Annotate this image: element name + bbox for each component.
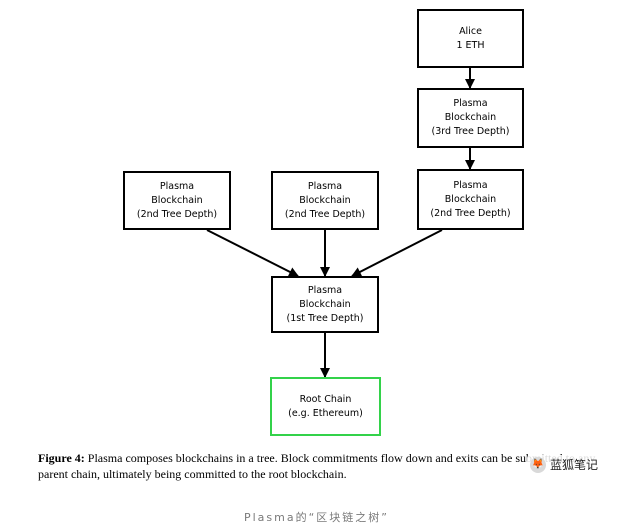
image-subtitle: Plasma的“区块链之树” [243, 511, 389, 524]
caption-label: Figure 4: [38, 451, 85, 465]
node-plasma-2nd-left-line-3: (2nd Tree Depth) [136, 208, 218, 220]
node-plasma-1st-line-1: Plasma [307, 284, 343, 296]
node-plasma-2nd-depth-right: Plasma Blockchain (2nd Tree Depth) [417, 169, 524, 230]
node-plasma-3rd-line-3: (3rd Tree Depth) [431, 126, 510, 137]
node-plasma-3rd-line-2: Blockchain [444, 112, 497, 123]
node-alice-line-2: 1 ETH [456, 39, 485, 51]
caption-text: Plasma composes blockchains in a tree. B… [38, 451, 596, 481]
edge-2nd-right-to-1st [351, 229, 443, 277]
node-alice: Alice 1 ETH [417, 9, 524, 68]
node-plasma-2nd-right-line-3: (2nd Tree Depth) [430, 207, 511, 219]
node-plasma-2nd-depth-left: Plasma Blockchain (2nd Tree Depth) [123, 171, 231, 230]
figure-caption: Figure 4: Plasma composes blockchains in… [38, 450, 618, 482]
node-plasma-3rd-line-1: Plasma [453, 98, 488, 109]
watermark-text: 蓝狐笔记 [550, 458, 599, 472]
node-plasma-2nd-left-line-2: Blockchain [151, 194, 203, 206]
node-plasma-1st-line-3: (1st Tree Depth) [286, 312, 364, 324]
edge-2nd-left-to-1st [206, 229, 299, 277]
node-root-line-1: Root Chain [299, 393, 352, 405]
node-plasma-2nd-mid-line-2: Blockchain [299, 194, 351, 206]
node-plasma-2nd-right-line-1: Plasma [453, 179, 488, 191]
node-plasma-1st-depth: Plasma Blockchain (1st Tree Depth) [271, 276, 379, 333]
node-root-line-2: (e.g. Ethereum) [288, 407, 363, 419]
node-plasma-2nd-left-line-1: Plasma [159, 180, 195, 192]
fox-avatar-icon: 🦊 [530, 456, 546, 473]
node-plasma-2nd-mid-line-1: Plasma [307, 180, 343, 192]
node-plasma-2nd-right-line-2: Blockchain [444, 193, 497, 205]
node-plasma-3rd-depth: Plasma Blockchain (3rd Tree Depth) [417, 88, 524, 148]
node-plasma-1st-line-2: Blockchain [299, 298, 351, 310]
node-root-chain: Root Chain (e.g. Ethereum) [270, 377, 381, 436]
watermark: 🦊 蓝狐笔记 [527, 455, 602, 474]
node-alice-line-1: Alice [459, 25, 482, 37]
node-plasma-2nd-mid-line-3: (2nd Tree Depth) [284, 208, 366, 220]
node-plasma-2nd-depth-mid: Plasma Blockchain (2nd Tree Depth) [271, 171, 379, 230]
